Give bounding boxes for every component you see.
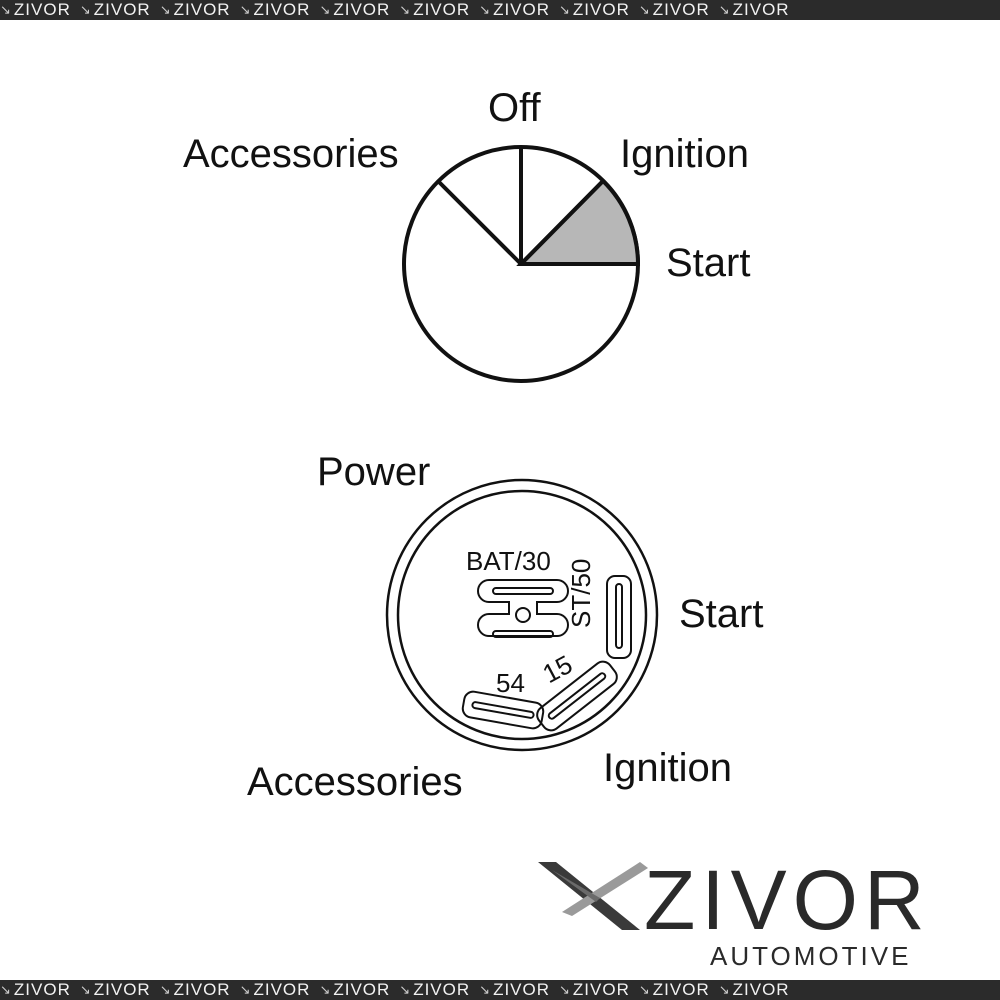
acc-terminal-housing [461, 690, 545, 730]
watermark-text: ↘ZIVOR [319, 0, 390, 20]
watermark-text: ↘ZIVOR [0, 980, 71, 1000]
watermark-word: ZIVOR [253, 980, 311, 999]
watermark-word: ZIVOR [732, 0, 790, 19]
st-terminal-blade [615, 583, 623, 649]
ign-terminal-blade [547, 672, 607, 720]
watermark-text: ↘ZIVOR [719, 0, 790, 20]
pie-label-start: Start [666, 241, 751, 285]
watermark-mark-icon: ↘ [159, 2, 172, 17]
watermark-mark-icon: ↘ [159, 982, 172, 997]
bat-terminal-blade-lower [492, 630, 554, 638]
watermark-mark-icon: ↘ [319, 2, 332, 17]
terminal-code-bat: BAT/30 [466, 546, 551, 576]
pie-label-off: Off [488, 86, 541, 130]
watermark-word: ZIVOR [173, 980, 231, 999]
terminal-label-power: Power [317, 450, 431, 494]
terminal-inner-ring [396, 489, 648, 741]
watermark-word: ZIVOR [253, 0, 311, 19]
watermark-word: ZIVOR [652, 980, 710, 999]
start-segment-highlight [516, 178, 641, 266]
terminal-code-st: ST/50 [566, 558, 596, 628]
watermark-mark-icon: ↘ [0, 2, 12, 17]
watermark-mark-icon: ↘ [79, 982, 92, 997]
watermark-word: ZIVOR [493, 980, 551, 999]
watermark-text: ↘ZIVOR [80, 0, 151, 20]
watermark-text: ↘ZIVOR [160, 0, 231, 20]
st-terminal-housing [606, 575, 632, 659]
watermark-mark-icon: ↘ [239, 2, 252, 17]
watermark-mark-icon: ↘ [718, 982, 731, 997]
watermark-mark-icon: ↘ [559, 982, 571, 997]
watermark-text: ↘ZIVOR [639, 980, 710, 1000]
watermark-mark-icon: ↘ [79, 2, 92, 17]
watermark-word: ZIVOR [13, 0, 71, 19]
terminal-label-start: Start [679, 592, 764, 636]
watermark-word: ZIVOR [572, 0, 630, 19]
watermark-text: ↘ZIVOR [479, 980, 550, 1000]
watermark-text: ↘ZIVOR [639, 0, 710, 20]
bat-terminal-housing [477, 579, 569, 637]
terminal-outer-ring [385, 478, 659, 752]
watermark-word: ZIVOR [173, 0, 231, 19]
watermark-band-top: ↘ZIVOR↘ZIVOR↘ZIVOR↘ZIVOR↘ZIVOR↘ZIVOR↘ZIV… [0, 0, 1000, 20]
position-pie [402, 145, 641, 383]
watermark-mark-icon: ↘ [399, 2, 412, 17]
watermark-mark-icon: ↘ [638, 2, 651, 17]
watermark-mark-icon: ↘ [319, 982, 332, 997]
bat-terminal-center-hole [515, 607, 531, 623]
pie-label-accessories: Accessories [183, 132, 399, 176]
watermark-mark-icon: ↘ [399, 982, 412, 997]
watermark-text: ↘ZIVOR [319, 980, 390, 1000]
watermark-word: ZIVOR [333, 0, 391, 19]
watermark-word: ZIVOR [333, 980, 391, 999]
terminal-label-ignition: Ignition [603, 746, 732, 790]
watermark-band-bottom: ↘ZIVOR↘ZIVOR↘ZIVOR↘ZIVOR↘ZIVOR↘ZIVOR↘ZIV… [0, 980, 1000, 1000]
watermark-word: ZIVOR [93, 980, 151, 999]
watermark-word: ZIVOR [93, 0, 151, 19]
zivor-logo-tagline: AUTOMOTIVE [710, 941, 912, 971]
watermark-word: ZIVOR [493, 0, 551, 19]
pie-label-ignition: Ignition [620, 132, 749, 176]
watermark-text: ↘ZIVOR [479, 0, 550, 20]
terminal-code-acc: 54 [496, 668, 525, 698]
watermark-mark-icon: ↘ [239, 982, 252, 997]
terminal-face [385, 478, 659, 752]
watermark-text: ↘ZIVOR [559, 0, 630, 20]
watermark-word: ZIVOR [13, 980, 71, 999]
zivor-logo-mark [538, 862, 648, 930]
watermark-text: ↘ZIVOR [399, 980, 470, 1000]
acc-terminal [461, 690, 545, 730]
watermark-mark-icon: ↘ [0, 982, 12, 997]
watermark-word: ZIVOR [572, 980, 630, 999]
watermark-text: ↘ZIVOR [559, 980, 630, 1000]
watermark-word: ZIVOR [652, 0, 710, 19]
watermark-mark-icon: ↘ [559, 2, 571, 17]
watermark-text: ↘ZIVOR [719, 980, 790, 1000]
watermark-text: ↘ZIVOR [160, 980, 231, 1000]
zivor-logo-wordmark: ZIVOR [644, 853, 931, 947]
watermark-mark-icon: ↘ [479, 982, 492, 997]
watermark-word: ZIVOR [413, 0, 471, 19]
watermark-text: ↘ZIVOR [80, 980, 151, 1000]
watermark-mark-icon: ↘ [479, 2, 492, 17]
watermark-text: ↘ZIVOR [240, 0, 311, 20]
watermark-mark-icon: ↘ [718, 2, 731, 17]
watermark-text: ↘ZIVOR [399, 0, 470, 20]
bat-terminal-blade-upper [492, 587, 554, 595]
watermark-text: ↘ZIVOR [240, 980, 311, 1000]
accessories-divider-line [436, 179, 523, 266]
acc-terminal-blade [471, 701, 535, 719]
watermark-text: ↘ZIVOR [0, 0, 71, 20]
watermark-mark-icon: ↘ [638, 982, 651, 997]
terminal-label-accessories: Accessories [247, 760, 463, 804]
watermark-word: ZIVOR [732, 980, 790, 999]
ignition-divider-line [519, 179, 605, 266]
watermark-word: ZIVOR [413, 980, 471, 999]
